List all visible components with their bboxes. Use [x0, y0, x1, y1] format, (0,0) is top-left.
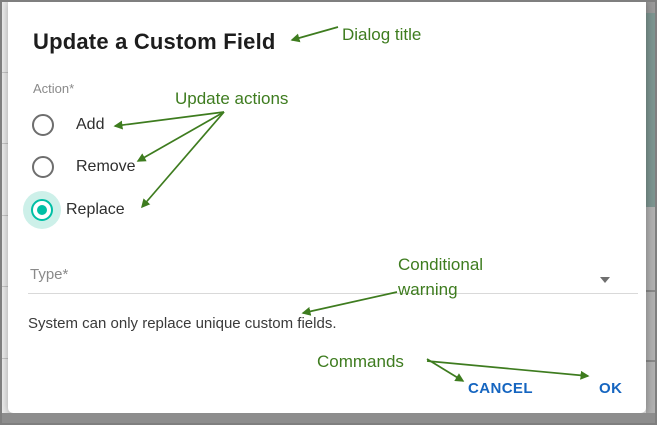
ok-button[interactable]: OK	[599, 380, 623, 397]
dropdown-arrow-icon[interactable]	[600, 277, 610, 283]
radio-label-replace[interactable]: Replace	[66, 201, 125, 218]
page-scrollbar	[646, 2, 655, 423]
type-field-underline[interactable]	[28, 293, 638, 294]
annotation-commands: Commands	[317, 352, 404, 371]
page-backdrop-bottom	[2, 413, 655, 423]
type-field-label[interactable]: Type*	[30, 266, 69, 283]
dialog-title: Update a Custom Field	[33, 29, 276, 54]
annotation-conditional-warning: Conditional warning	[398, 255, 484, 299]
radio-label-add[interactable]: Add	[76, 116, 105, 133]
radio-option-remove[interactable]: Remove	[32, 156, 136, 178]
conditional-warning-text: System can only replace unique custom fi…	[28, 315, 337, 332]
scrollbar-track-top	[646, 2, 655, 13]
radio-selected-icon[interactable]	[31, 199, 53, 221]
annotation-update-actions: Update actions	[175, 89, 289, 108]
action-group-label: Action*	[33, 81, 75, 96]
radio-option-add[interactable]: Add	[32, 114, 104, 136]
radio-unselected-icon[interactable]	[32, 156, 54, 178]
radio-unselected-icon[interactable]	[32, 114, 54, 136]
cancel-button[interactable]: CANCEL	[468, 380, 533, 397]
annotation-dialog-title: Dialog title	[342, 25, 422, 44]
scrollbar-thumb	[646, 13, 655, 207]
radio-label-remove[interactable]: Remove	[76, 158, 136, 175]
update-custom-field-dialog	[8, 2, 646, 413]
page-backdrop-left	[2, 2, 9, 423]
radio-selected-dot	[37, 205, 47, 215]
